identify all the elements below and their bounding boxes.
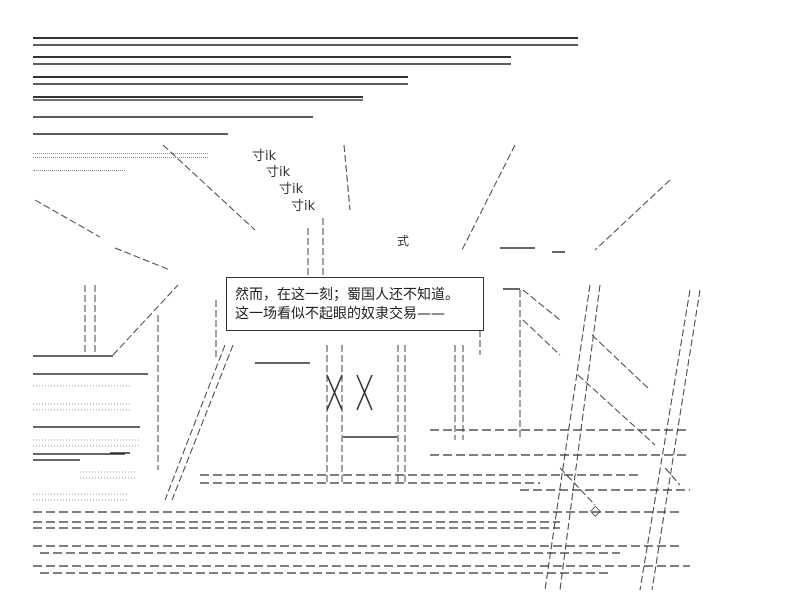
top-rule-4 [33,63,511,65]
tik-label-2: 寸ik [266,165,291,180]
tik-label-3: 寸ik [279,182,304,197]
shiki-glyph: 式 [397,234,410,248]
top-rule-3 [33,56,511,58]
top-rule-7 [33,96,363,98]
dotted-row-2 [33,157,208,159]
caption-line-2: 这一场看似不起眼的奴隶交易—— [235,306,445,322]
top-rule-10 [33,133,228,135]
top-rule-1 [33,37,578,39]
diamond-glyph: ◇ [590,503,601,519]
tik-label-1: 寸ik [252,149,277,164]
top-rule-2 [33,44,578,46]
top-rule-5 [33,76,408,78]
dotted-row-1 [33,153,208,155]
top-rule-9 [33,116,313,118]
caption-line-1: 然而，在这一刻；蜀国人还不知道。 [235,287,459,303]
top-rule-8 [33,99,363,101]
caption-box: 然而，在这一刻；蜀国人还不知道。 这一场看似不起眼的奴隶交易—— [226,277,484,331]
top-rule-6 [33,83,408,85]
dotted-row-3 [33,170,125,172]
tik-label-4: 寸ik [291,199,316,214]
